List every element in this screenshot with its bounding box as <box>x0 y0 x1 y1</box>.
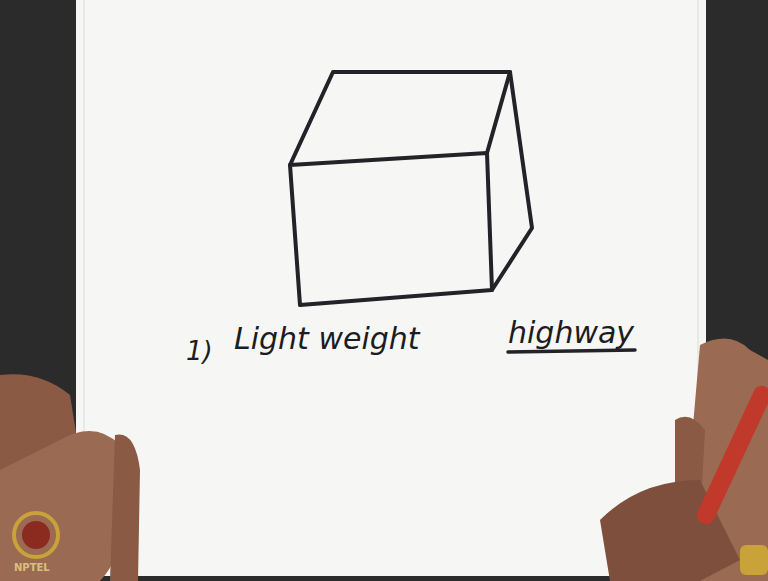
paper-sheet <box>76 0 706 576</box>
cuboid-sketch <box>290 72 532 305</box>
underline <box>508 350 635 352</box>
nptel-logo <box>14 513 58 557</box>
hands <box>0 339 768 581</box>
callout-number: 1) <box>186 337 213 366</box>
caption-text: Light weight <box>234 322 420 355</box>
watermark: NPTEL <box>14 562 50 573</box>
caption-text: highway <box>508 316 634 349</box>
